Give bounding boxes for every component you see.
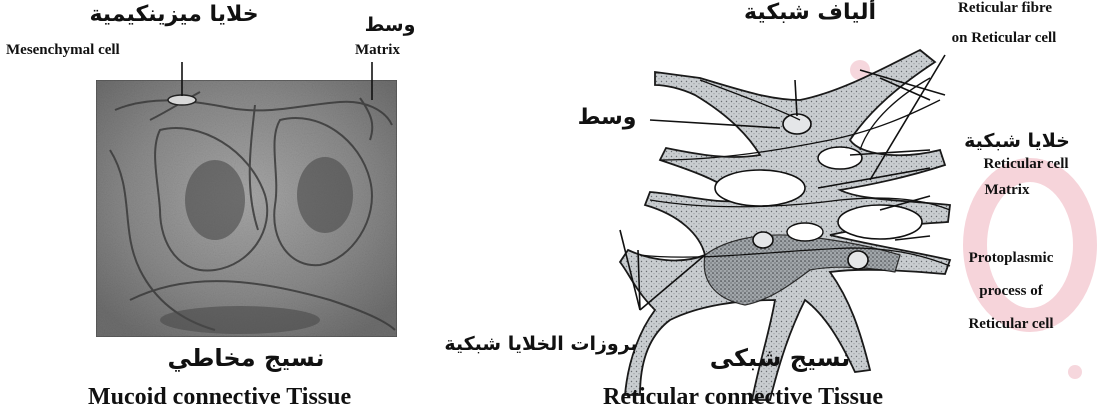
protoplasmic-process-label-1: Protoplasmic	[925, 250, 1097, 267]
mesenchymal-cell-label-ar: خلايا ميزينكيمية	[40, 2, 308, 27]
reticular-caption-en: Reticular connective Tissue	[603, 384, 883, 411]
reticular-fibres-label-ar: ألياف شبكية	[720, 0, 900, 25]
matrix-label-en-left: Matrix	[355, 42, 400, 59]
protoplasmic-process-label-3: Reticular cell	[925, 316, 1097, 333]
matrix-label-en-right: Matrix	[962, 182, 1052, 199]
cell-processes-label-ar: بروزات الخلايا شبكية	[400, 333, 682, 355]
protoplasmic-process-label-2: process of	[925, 283, 1097, 300]
reticular-cell-label-en: Reticular cell	[950, 156, 1102, 173]
matrix-label-ar-right: وسط	[562, 105, 652, 130]
reticular-cell-nucleus	[848, 251, 868, 269]
reticular-cells-label-ar: خلايا شبكية	[932, 130, 1102, 152]
reticular-cell-nucleus	[783, 114, 811, 134]
reticular-fibre-label-en-2: on Reticular cell	[906, 30, 1102, 47]
mucoid-caption-ar: نسيج مخاطي	[146, 344, 346, 372]
reticular-fibre-label-en-1: Reticular fibre	[910, 0, 1100, 17]
mucoid-caption-en: Mucoid connective Tissue	[88, 384, 351, 411]
reticular-caption-ar: نسيج شبكى	[680, 344, 880, 372]
matrix-label-ar-left: وسط	[355, 14, 425, 36]
reticular-cell-nucleus	[753, 232, 773, 248]
mesenchymal-cell-label-en: Mesenchymal cell	[6, 42, 120, 59]
